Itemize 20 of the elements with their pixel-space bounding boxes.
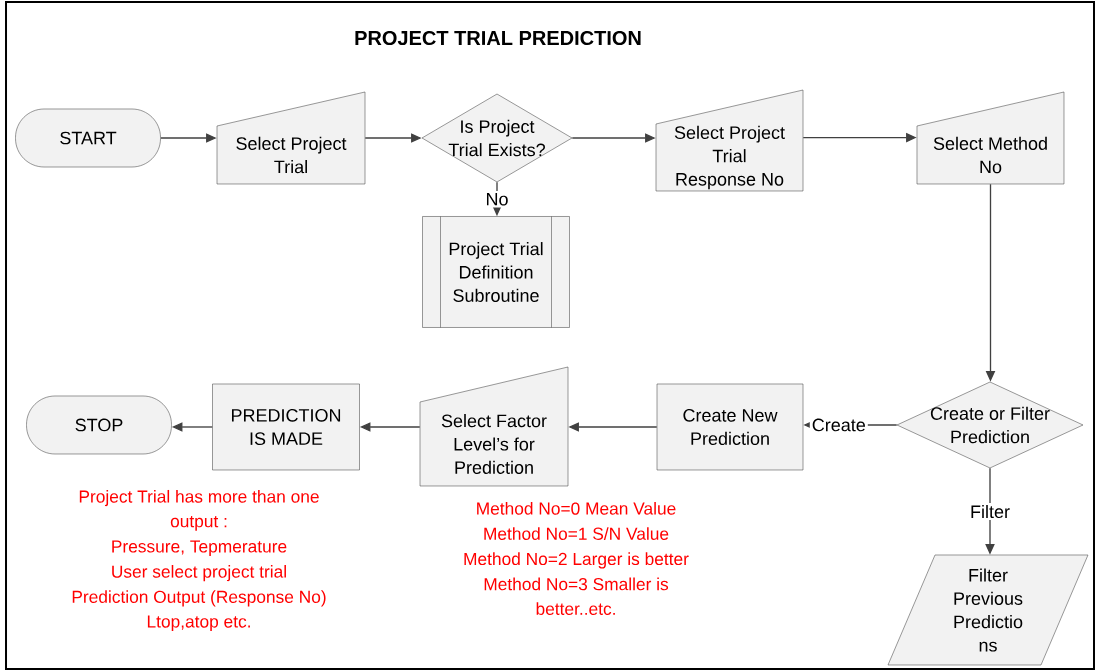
manual-input-box: Select Project Trial Response No: [655, 89, 804, 192]
note-text: Method No=1 S/N Value: [484, 527, 669, 540]
manual-input-box: Select Project Trial: [216, 91, 366, 185]
note-text: User select project trial: [112, 565, 286, 582]
manual-input-box: Select Method No: [916, 91, 1065, 185]
subroutine-box: Project Trial Definition Subroutine: [422, 216, 570, 328]
note-text: Pressure, Tepmerature: [112, 540, 287, 556]
edge-label: Filter: [968, 502, 1012, 521]
manual-input-box: Select Factor Level’s for Prediction: [419, 366, 569, 487]
note-text: Project Trial has more than one output :: [79, 489, 319, 531]
note-text: Prediction Output (Response No) Ltop,atop etc.: [72, 590, 326, 632]
note-text: Method No=3 Smaller is better..etc.: [484, 577, 669, 615]
note-text: Method No=2 Larger is better: [464, 552, 689, 569]
edge-label: Create: [809, 416, 868, 434]
process-box: PREDICTION IS MADE: [212, 383, 360, 471]
process-box: Create New Prediction: [656, 383, 804, 471]
data-parallelogram: Filter Previous Predictio ns: [887, 554, 1089, 666]
note-text: Method No=0 Mean Value: [477, 501, 676, 515]
edge-label: No: [483, 190, 511, 208]
title: PROJECT TRIAL PREDICTION: [355, 30, 641, 46]
